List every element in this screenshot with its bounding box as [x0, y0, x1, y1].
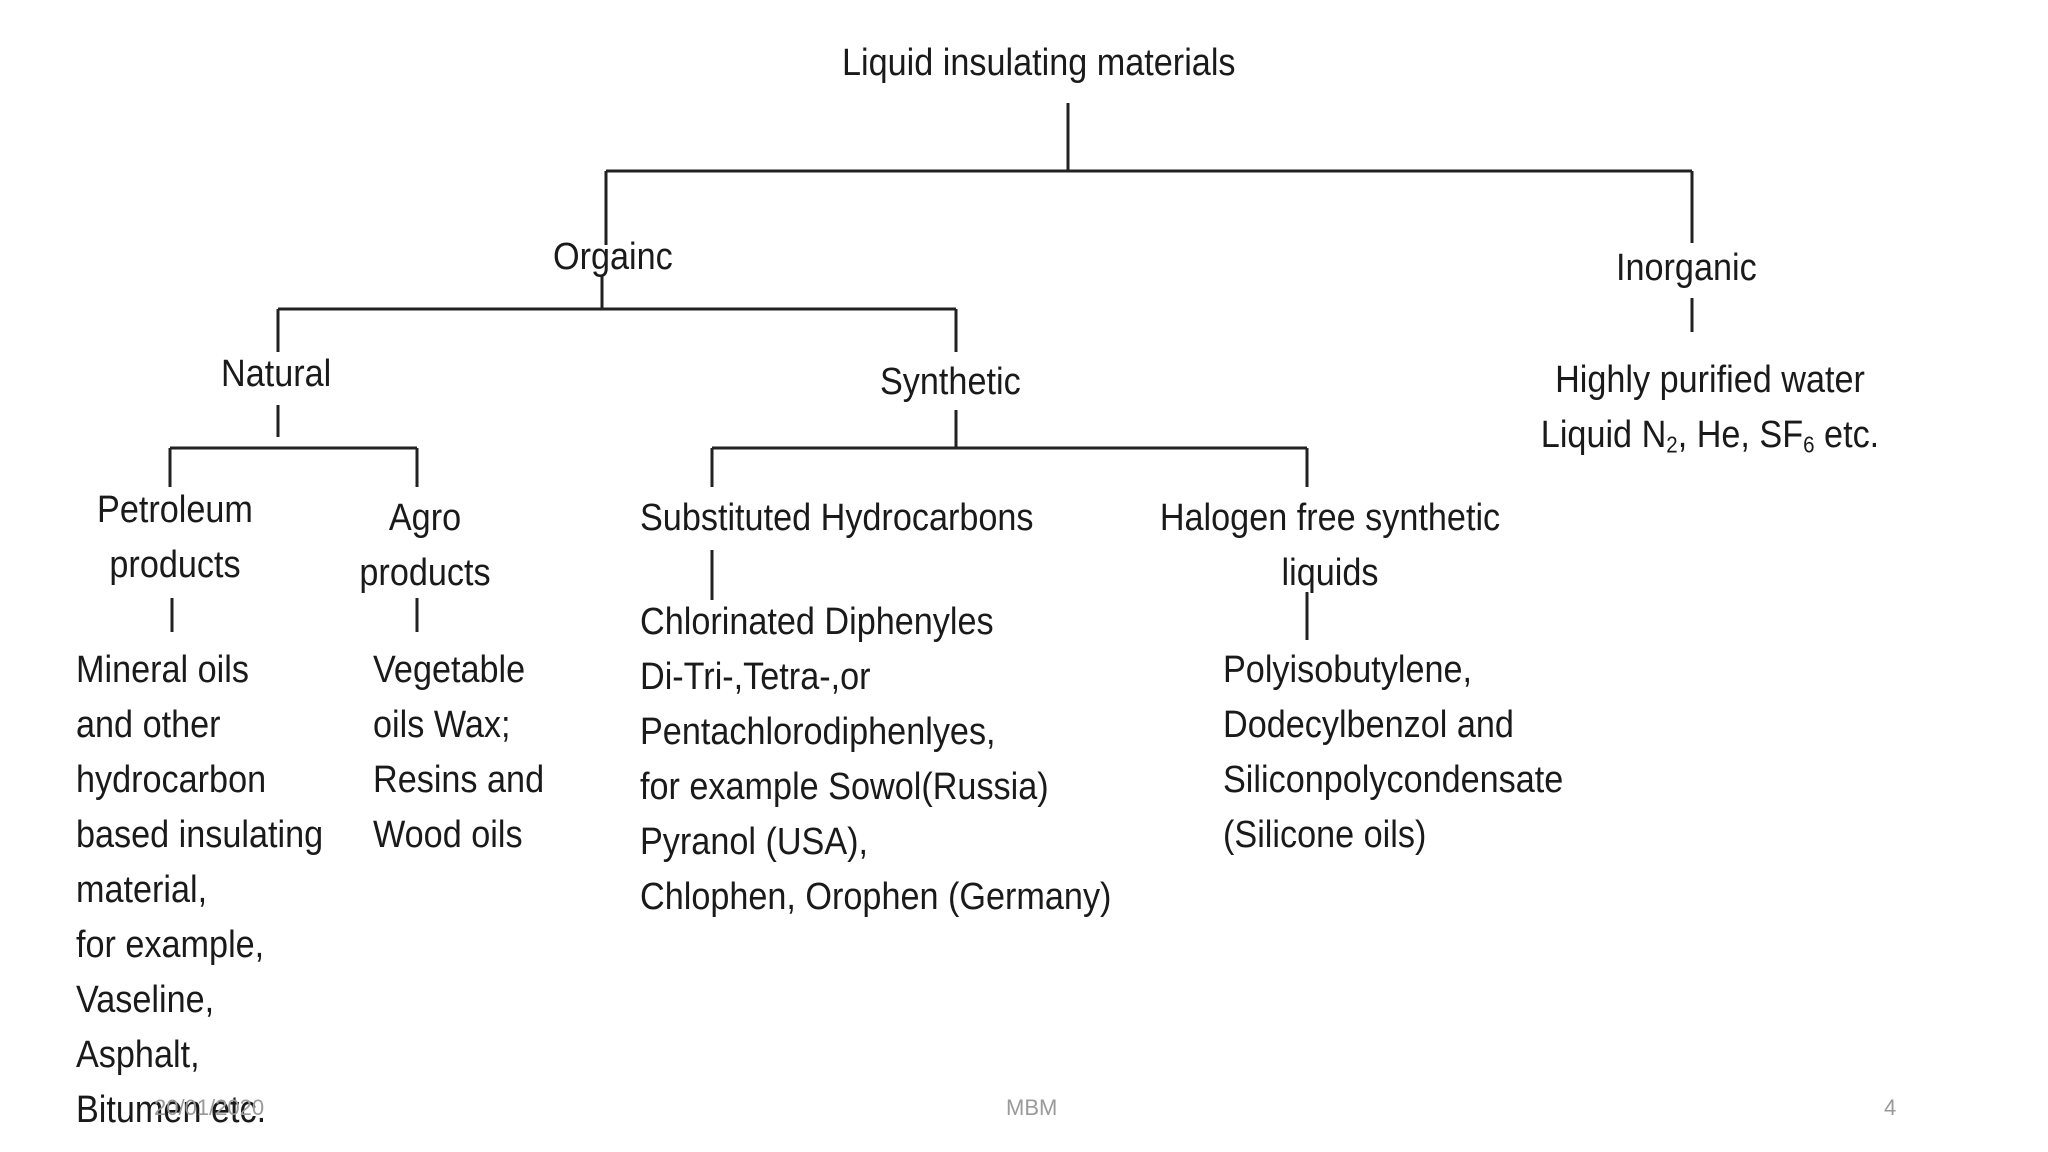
agro-detail-line: oils Wax;: [373, 704, 511, 746]
node-organic-label: Orgainc: [553, 236, 673, 278]
petroleum-label-line-2: products: [109, 544, 241, 586]
petroleum-detail-line: Asphalt,: [76, 1034, 200, 1076]
agro-detail-line: Resins and: [373, 759, 545, 801]
halogen-detail-line: Polyisobutylene,: [1223, 649, 1473, 691]
substituted-detail-line: Pyranol (USA),: [640, 821, 869, 863]
substituted-detail-line: Pentachlorodiphenlyes,: [640, 711, 996, 753]
node-inorganic: Inorganic: [1616, 241, 1757, 296]
node-synthetic-label: Synthetic: [880, 361, 1021, 403]
petroleum-detail-line: material,: [76, 869, 208, 911]
petroleum-detail-line: Vaseline,: [76, 979, 215, 1021]
halogen-detail-line: (Silicone oils): [1223, 814, 1427, 856]
substituted-detail-line: Di-Tri-,Tetra-,or: [640, 656, 871, 698]
agro-detail: Vegetable oils Wax; Resins and Wood oils: [373, 643, 544, 863]
halogen-detail-line: Siliconpolycondensate: [1223, 759, 1564, 801]
node-natural: Natural: [221, 347, 331, 402]
footer-page-number: 4: [1884, 1095, 1897, 1120]
substituted-detail-line: for example Sowol(Russia): [640, 766, 1049, 808]
halogen-label-line-1: Halogen free synthetic: [1159, 497, 1501, 539]
inorganic-detail-line-1: Highly purified water: [1555, 359, 1865, 401]
petroleum-detail-line: Mineral oils: [76, 649, 249, 691]
petroleum-detail-line: and other: [76, 704, 221, 746]
node-inorganic-detail: Highly purified water Liquid N2, He, SF6…: [1521, 353, 1899, 463]
substituted-detail: Chlorinated Diphenyles Di-Tri-,Tetra-,or…: [640, 595, 1111, 925]
petroleum-label-line-1: Petroleum: [97, 489, 253, 531]
petroleum-detail-line: for example,: [76, 924, 265, 966]
petroleum-detail: Mineral oils and other hydrocarbon based…: [76, 643, 323, 1138]
node-synthetic: Synthetic: [880, 355, 1021, 410]
inorganic-detail-line-2: Liquid N2, He, SF6 etc.: [1540, 414, 1880, 458]
node-inorganic-label: Inorganic: [1616, 247, 1757, 289]
halogen-label-line-2: liquids: [1281, 552, 1379, 594]
petroleum-detail-line: hydrocarbon: [76, 759, 267, 801]
node-root-label: Liquid insulating materials: [842, 42, 1236, 84]
agro-detail-line: Vegetable: [373, 649, 526, 691]
node-substituted: Substituted Hydrocarbons: [640, 491, 1034, 546]
agro-label-line-2: products: [359, 552, 491, 594]
node-natural-label: Natural: [221, 353, 332, 395]
node-petroleum: Petroleum products: [72, 483, 279, 593]
footer-date: 20/01/2020: [154, 1095, 265, 1120]
petroleum-detail-line: Bitumen etc.: [76, 1089, 267, 1131]
substituted-label: Substituted Hydrocarbons: [640, 497, 1034, 539]
footer-author: MBM: [1006, 1095, 1058, 1120]
node-halogen: Halogen free synthetic liquids: [1159, 491, 1501, 601]
halogen-detail-line: Dodecylbenzol and: [1223, 704, 1514, 746]
petroleum-detail-line: based insulating: [76, 814, 324, 856]
node-agro: Agro products: [340, 491, 511, 601]
agro-detail-line: Wood oils: [373, 814, 523, 856]
node-organic: Orgainc: [553, 230, 673, 285]
node-root: Liquid insulating materials: [842, 36, 1236, 91]
halogen-detail: Polyisobutylene, Dodecylbenzol and Silic…: [1223, 643, 1563, 863]
substituted-detail-line: Chlophen, Orophen (Germany): [640, 876, 1112, 918]
substituted-detail-line: Chlorinated Diphenyles: [640, 601, 994, 643]
agro-label-line-1: Agro: [388, 497, 462, 539]
